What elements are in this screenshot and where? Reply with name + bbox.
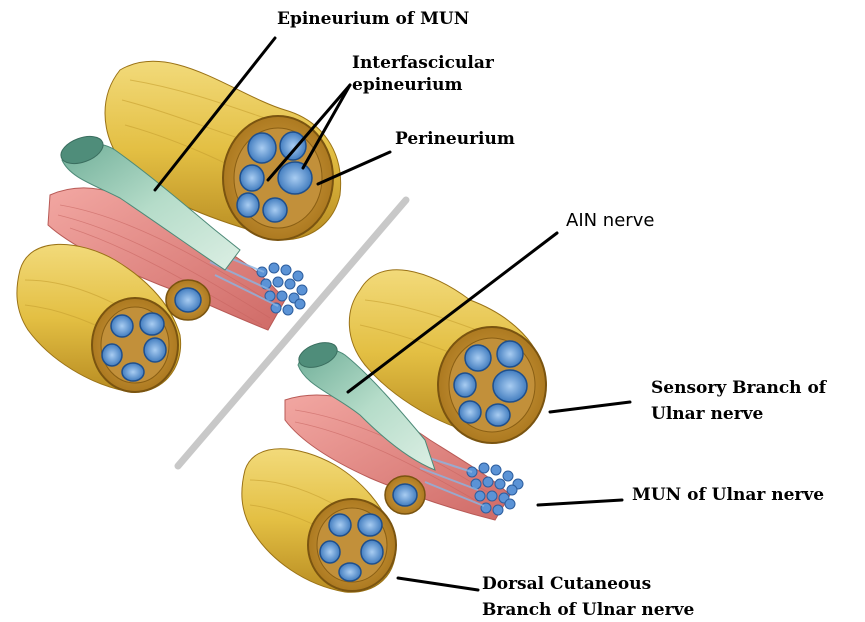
leader-mun-ulnar xyxy=(538,500,622,505)
label-sensory-line2: Ulnar nerve xyxy=(651,401,826,427)
label-interfascicular-line1: Interfascicular xyxy=(352,52,494,74)
label-epineurium-mun: Epineurium of MUN xyxy=(277,8,469,30)
label-dorsal-line1: Dorsal Cutaneous xyxy=(482,571,694,597)
label-interfascicular-epineurium: Interfascicular epineurium xyxy=(352,52,494,96)
leader-dorsal-cutaneous xyxy=(398,578,478,590)
label-mun-ulnar: MUN of Ulnar nerve xyxy=(632,484,824,506)
label-interfascicular-line2: epineurium xyxy=(352,74,494,96)
left-nerve-group xyxy=(17,61,341,392)
right-nerve-group xyxy=(242,270,546,593)
label-dorsal-cutaneous: Dorsal Cutaneous Branch of Ulnar nerve xyxy=(482,571,694,622)
label-sensory-line1: Sensory Branch of xyxy=(651,375,826,401)
label-ain-nerve: AIN nerve xyxy=(566,210,654,232)
label-dorsal-line2: Branch of Ulnar nerve xyxy=(482,597,694,622)
leader-sensory-branch xyxy=(550,402,630,412)
label-sensory-branch: Sensory Branch of Ulnar nerve xyxy=(651,375,826,427)
label-perineurium: Perineurium xyxy=(395,128,515,150)
